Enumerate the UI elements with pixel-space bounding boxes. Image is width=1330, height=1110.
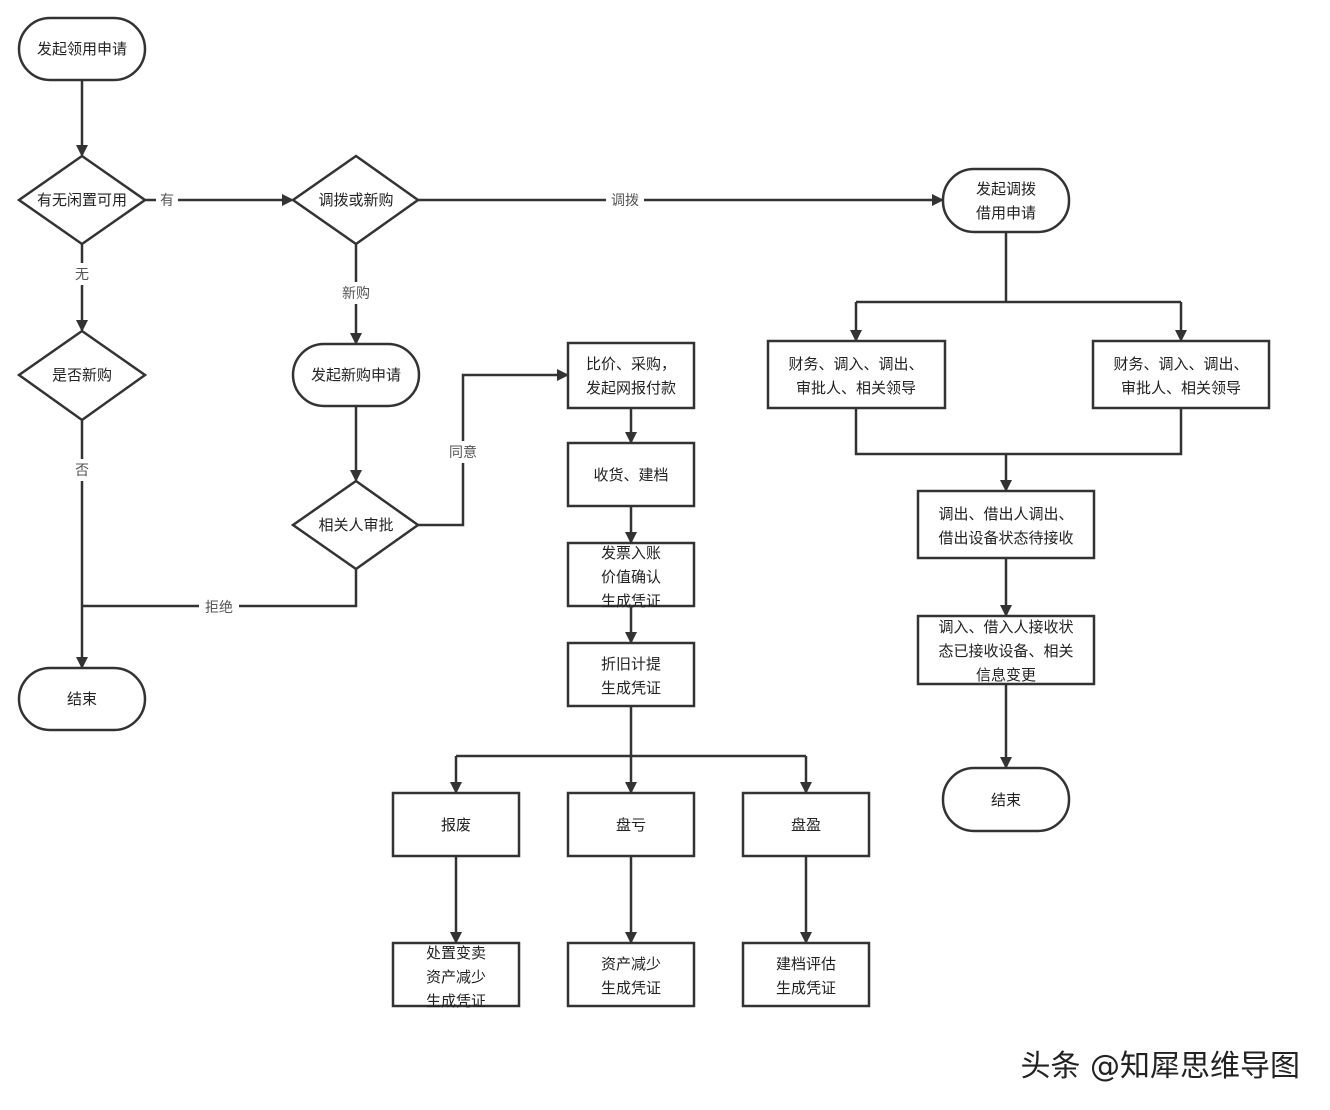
node-approvers-b-line-2: 审批人、相关领导 [1121,379,1241,397]
edge-label-new-buy: 新购 [342,286,370,302]
node-approvers-b-line-1: 财务、调入、调出、 [1113,355,1248,373]
node-reduce-line-1: 资产减少 [601,955,661,973]
node-is-new-label: 是否新购 [52,366,112,384]
node-receive-label: 收货、建档 [593,466,668,484]
edge-labels: 有 无 调拨 新购 否 同意 拒绝 [70,190,644,617]
node-new-request-label: 发起新购申请 [311,366,401,384]
node-in-status-line-1: 调入、借入人接收状 [938,618,1073,636]
node-compare: 比价、采购， 发起网报付款 [566,341,696,410]
node-loss: 盘亏 [566,791,696,858]
node-evaluate-line-1: 建档评估 [776,955,836,973]
edge-transfer-request-split [856,232,1181,304]
node-invoice-line-3: 生成凭证 [601,592,661,610]
node-start: 发起领用申请 [17,16,147,82]
edges [76,80,1187,944]
node-has-idle: 有无闲置可用 [16,154,148,246]
node-start-label: 发起领用申请 [37,40,127,58]
node-has-idle-label: 有无闲置可用 [37,191,127,209]
node-approve-label: 相关人审批 [318,516,393,534]
node-gain-label: 盘盈 [791,816,821,834]
node-transfer-or-new-label: 调拨或新购 [318,191,393,209]
edge-label-transfer: 调拨 [611,193,639,209]
node-dispose: 处置变卖 资产减少 生成凭证 [391,941,521,1010]
node-depreciation-line-1: 折旧计提 [601,655,661,673]
edge-label-deny: 否 [75,463,89,479]
node-reduce-line-2: 生成凭证 [601,979,661,997]
node-dispose-line-2: 资产减少 [426,968,486,986]
node-transfer-request-line-2: 借用申请 [976,204,1036,222]
node-receive: 收货、建档 [566,441,696,508]
edge-approvers-merge [854,408,1183,456]
node-approve: 相关人审批 [290,479,421,571]
node-end-right-label: 结束 [991,791,1021,809]
node-approvers-a: 财务、调入、调出、 审批人、相关领导 [766,339,947,410]
node-invoice-line-1: 发票入账 [601,544,661,562]
node-dispose-line-3: 生成凭证 [426,992,486,1010]
node-approvers-a-line-1: 财务、调入、调出、 [788,355,923,373]
node-depreciation-line-2: 生成凭证 [601,679,661,697]
watermark: 头条 @知犀思维导图 [1020,1049,1300,1084]
node-invoice-line-2: 价值确认 [601,568,661,586]
node-evaluate: 建档评估 生成凭证 [741,941,871,1008]
edge-label-agree: 同意 [449,444,477,461]
edge-label-yes: 有 [160,193,174,209]
node-dispose-line-1: 处置变卖 [426,944,486,962]
node-scrap-label: 报废 [441,816,471,834]
node-compare-line-2: 发起网报付款 [586,379,676,397]
edge-label-no: 无 [75,267,89,283]
node-evaluate-line-2: 生成凭证 [776,979,836,997]
edge-approve-reject [82,569,358,608]
node-gain: 盘盈 [741,791,871,858]
node-in-status: 调入、借入人接收状 态已接收设备、相关 信息变更 [916,614,1096,686]
node-loss-label: 盘亏 [616,816,646,834]
node-is-new: 是否新购 [16,329,148,422]
node-reduce: 资产减少 生成凭证 [566,941,696,1008]
node-compare-line-1: 比价、采购， [586,355,676,373]
node-out-status: 调出、借出人调出、 借出设备状态待接收 [916,489,1096,560]
node-transfer-request-line-1: 发起调拨 [976,180,1036,198]
node-new-request: 发起新购申请 [291,342,421,408]
node-approvers-a-line-2: 审批人、相关领导 [796,379,916,397]
node-end-left-label: 结束 [67,690,97,708]
node-transfer-request: 发起调拨 借用申请 [941,167,1071,234]
node-end-left: 结束 [17,666,147,732]
node-approvers-b: 财务、调入、调出、 审批人、相关领导 [1091,339,1271,410]
node-scrap: 报废 [391,791,521,858]
node-in-status-line-3: 信息变更 [976,666,1036,684]
node-invoice: 发票入账 价值确认 生成凭证 [566,541,696,610]
node-end-right: 结束 [941,766,1071,833]
edge-approve-to-compare [418,369,569,527]
node-in-status-line-2: 态已接收设备、相关 [938,642,1073,660]
node-transfer-or-new: 调拨或新购 [290,154,421,246]
edge-label-reject: 拒绝 [205,600,233,616]
edge-depreciation-trunk [456,706,806,758]
node-out-status-line-1: 调出、借出人调出、 [938,505,1073,523]
node-out-status-line-2: 借出设备状态待接收 [938,529,1073,547]
node-depreciation: 折旧计提 生成凭证 [566,641,696,708]
